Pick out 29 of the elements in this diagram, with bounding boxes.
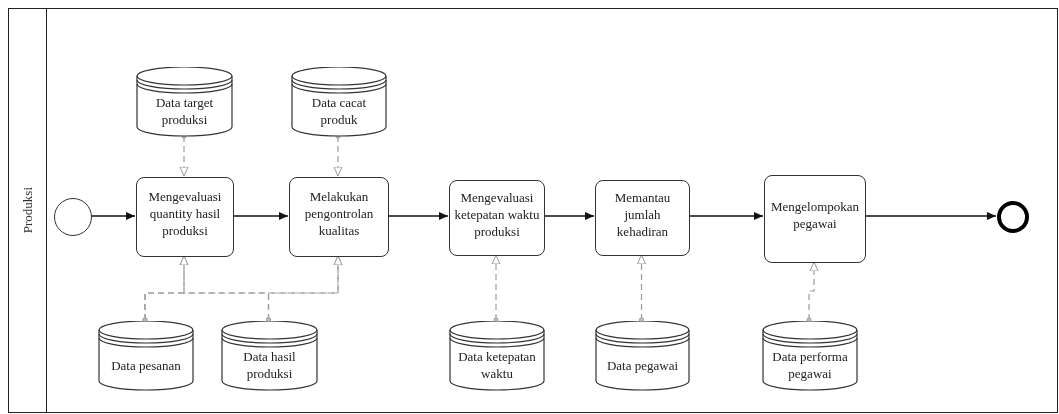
sequence-arrow	[864, 212, 997, 220]
task-box	[289, 177, 389, 257]
sequence-arrow	[543, 212, 595, 220]
data-store-label: Data performa pegawai	[771, 348, 849, 382]
task-box	[764, 175, 866, 263]
task-box	[449, 180, 545, 256]
task-box	[595, 180, 690, 256]
sequence-arrow	[688, 212, 764, 220]
lane-label: Produksi	[18, 187, 36, 234]
data-store-label: Data ketepatan waktu	[457, 348, 537, 382]
sequence-arrow	[387, 212, 449, 220]
task-label: Mengelompokan pegawai	[769, 198, 861, 232]
data-store-label: Data pegawai	[606, 356, 679, 374]
data-store-label: Data cacat produk	[310, 94, 368, 128]
task-label: Memantau jumlah kehadiran	[613, 188, 672, 240]
data-store-label: Data hasil produksi	[242, 348, 297, 382]
association-line	[491, 254, 501, 323]
sequence-arrow	[232, 212, 289, 220]
swimlane	[8, 8, 1058, 413]
task-label: Melakukan pengontrolan kualitas	[303, 187, 375, 239]
association-line	[637, 254, 646, 323]
task-label: Mengevaluasi quantity hasil produksi	[147, 187, 223, 239]
data-store-label: Data pesanan	[111, 356, 181, 374]
association-line	[806, 261, 819, 323]
data-store-label: Data target produksi	[154, 94, 215, 128]
sequence-arrow	[90, 212, 136, 220]
task-box	[136, 177, 234, 257]
association-line	[265, 255, 343, 323]
task-label: Mengevaluasi ketepatan waktu produksi	[453, 188, 541, 240]
